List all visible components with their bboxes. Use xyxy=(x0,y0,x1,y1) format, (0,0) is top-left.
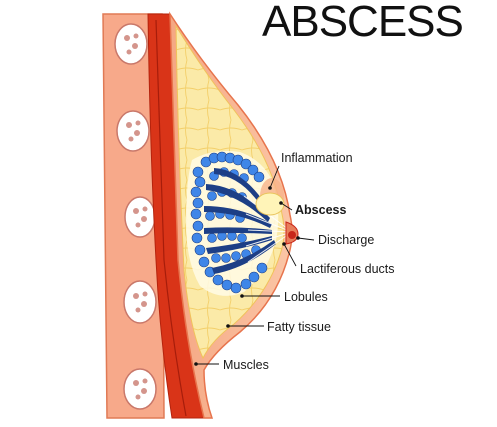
label-fatty-tissue: Fatty tissue xyxy=(267,320,331,334)
label-discharge: Discharge xyxy=(318,233,375,247)
lobules xyxy=(190,151,276,294)
rib-texture xyxy=(124,33,148,400)
abscess-pocket xyxy=(255,192,285,216)
label-lobules: Lobules xyxy=(284,290,328,304)
label-inflammation: Inflammation xyxy=(281,151,353,165)
diagram-title: ABSCESS xyxy=(262,0,464,46)
label-lactiferous-ducts: Lactiferous ducts xyxy=(300,262,395,276)
label-muscles: Muscles xyxy=(223,358,269,372)
discharge-drop xyxy=(288,231,296,239)
label-abscess: Abscess xyxy=(295,203,347,217)
ribs xyxy=(114,23,157,410)
leader-lines xyxy=(196,165,315,365)
